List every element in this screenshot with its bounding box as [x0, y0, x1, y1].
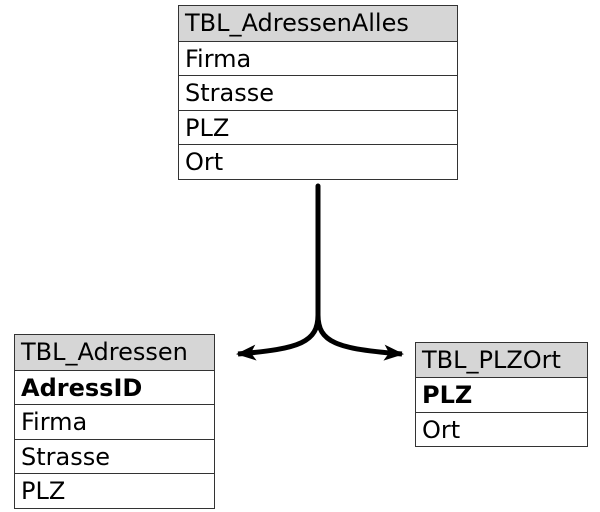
table-field-plz: PLZ	[179, 109, 457, 145]
table-title: TBL_PLZOrt	[416, 343, 587, 378]
table-key-field-plz: PLZ	[416, 377, 587, 411]
table-field-plz: PLZ	[15, 473, 214, 508]
table-plz-ort: TBL_PLZOrt PLZ Ort	[415, 342, 588, 447]
table-title: TBL_Adressen	[15, 335, 214, 370]
table-field-strasse: Strasse	[15, 438, 214, 474]
table-adressen-alles: TBL_AdressenAlles Firma Strasse PLZ Ort	[178, 5, 458, 180]
table-key-field-adressid: AdressID	[15, 369, 214, 405]
table-field-strasse: Strasse	[179, 75, 457, 110]
table-field-firma: Firma	[179, 40, 457, 76]
table-field-firma: Firma	[15, 404, 214, 439]
connector-branch-right	[315, 314, 404, 361]
table-field-ort: Ort	[416, 411, 587, 446]
table-field-ort: Ort	[179, 144, 457, 179]
table-adressen: TBL_Adressen AdressID Firma Strasse PLZ	[14, 334, 215, 509]
table-title: TBL_AdressenAlles	[179, 6, 457, 41]
connector-branch-left	[236, 314, 321, 361]
